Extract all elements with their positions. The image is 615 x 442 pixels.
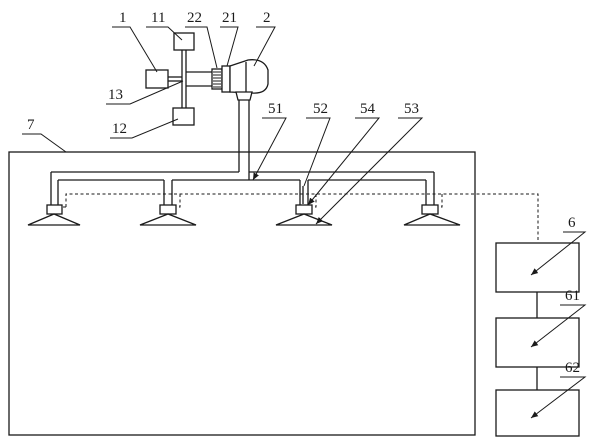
label-13: 13: [108, 87, 123, 103]
label-53: 53: [404, 101, 419, 117]
controller-box-6: [496, 243, 579, 292]
label-22: 22: [187, 10, 202, 26]
label-6: 6: [568, 215, 576, 231]
leader-21: [220, 27, 238, 66]
label-52: 52: [313, 101, 328, 117]
label-51: 51: [268, 101, 283, 117]
connector-22: [212, 69, 222, 89]
component-12-box: [173, 108, 194, 125]
blower-2: [230, 60, 268, 100]
label-21: 21: [222, 10, 237, 26]
label-62: 62: [565, 360, 580, 376]
label-54: 54: [360, 101, 376, 117]
label-7: 7: [27, 117, 35, 133]
label-11: 11: [151, 10, 165, 26]
manifold-13: [168, 50, 212, 108]
connector-21: [222, 66, 230, 92]
leader-7: [22, 134, 66, 152]
label-1: 1: [119, 10, 127, 26]
label-2: 2: [263, 10, 271, 26]
component-1-box: [146, 70, 168, 88]
leader-1: [112, 27, 157, 72]
label-61: 61: [565, 288, 580, 304]
leader-2: [254, 27, 275, 66]
label-12: 12: [112, 121, 127, 137]
